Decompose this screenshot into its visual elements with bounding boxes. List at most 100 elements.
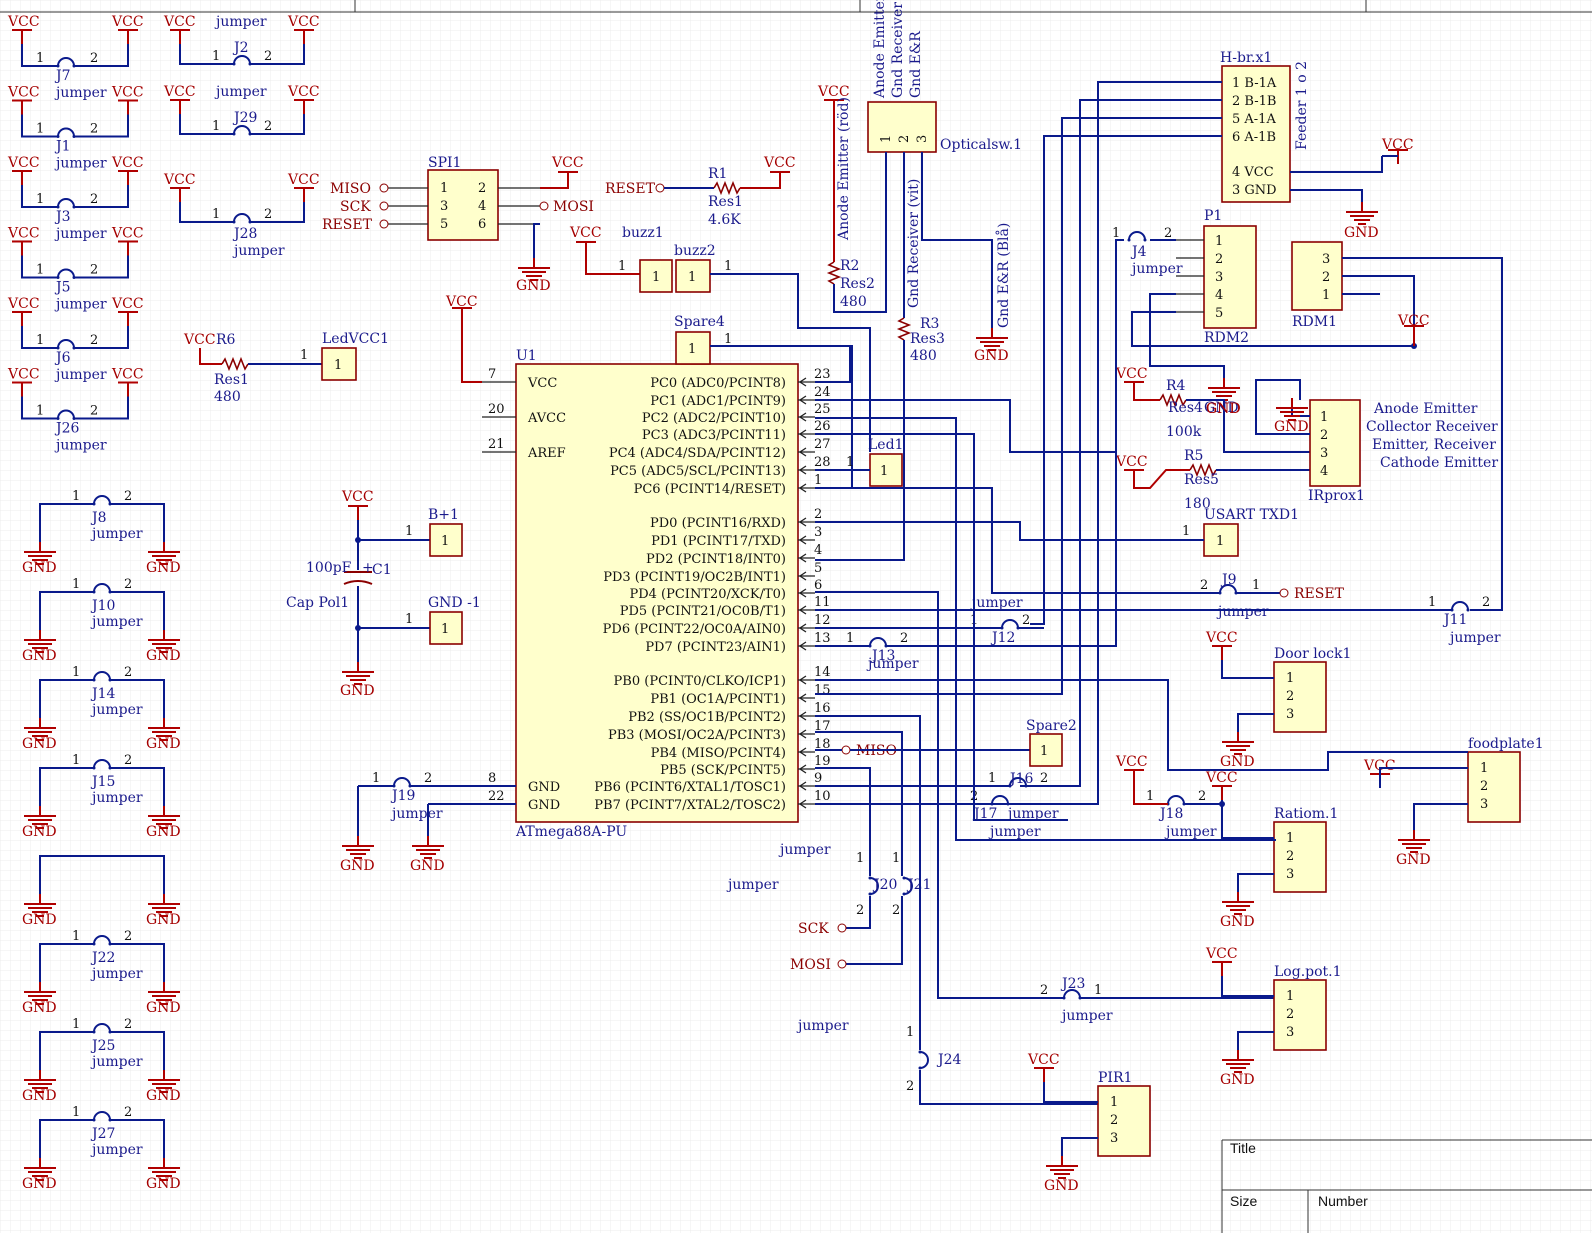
svg-text:GND: GND <box>516 278 551 294</box>
svg-text:1: 1 <box>440 181 448 196</box>
svg-text:480: 480 <box>840 294 867 310</box>
svg-text:Gnd Receiver (vit): Gnd Receiver (vit) <box>906 179 922 308</box>
svg-text:Gnd E&R (Blå): Gnd E&R (Blå) <box>995 223 1012 328</box>
svg-text:1: 1 <box>856 851 864 866</box>
svg-text:24: 24 <box>814 385 831 400</box>
svg-text:Emitter, Receiver: Emitter, Receiver <box>1372 437 1496 453</box>
svg-text:jumper: jumper <box>54 85 107 101</box>
svg-text:PB2 (SS/OC1B/PCINT2): PB2 (SS/OC1B/PCINT2) <box>628 710 786 725</box>
svg-text:Res3: Res3 <box>910 331 945 347</box>
svg-text:1: 1 <box>72 753 80 768</box>
svg-text:VCC: VCC <box>163 84 196 100</box>
svg-text:25: 25 <box>814 402 831 417</box>
svg-text:PD5 (PCINT21/OC0B/T1): PD5 (PCINT21/OC0B/T1) <box>620 604 786 619</box>
svg-text:GND: GND <box>22 912 57 928</box>
svg-text:1: 1 <box>72 489 80 504</box>
svg-text:GND: GND <box>1274 419 1309 435</box>
svg-text:GND: GND <box>1204 400 1239 416</box>
svg-text:3: 3 <box>1110 1131 1118 1146</box>
svg-text:GND: GND <box>146 1176 181 1192</box>
svg-text:PB7 (PCINT7/XTAL2/TOSC2): PB7 (PCINT7/XTAL2/TOSC2) <box>594 798 786 813</box>
hbridge-ref: H-br.x1 <box>1220 50 1272 66</box>
svg-text:1: 1 <box>212 207 220 222</box>
mcu-designator: U1 <box>516 348 537 364</box>
jumper-ref: J6 <box>54 350 71 366</box>
svg-text:VCC: VCC <box>163 14 196 30</box>
svg-text:4: 4 <box>814 543 822 558</box>
svg-text:VCC: VCC <box>1205 946 1238 962</box>
svg-text:Gnd E&R: Gnd E&R <box>908 31 924 98</box>
svg-text:2: 2 <box>814 507 822 522</box>
svg-text:Anode Emitter: Anode Emitter <box>1373 401 1478 417</box>
svg-text:2: 2 <box>124 929 132 944</box>
connector-p1: P1 RDM2 1 2 3 4 5 1 2 J4 jumper <box>815 208 1414 453</box>
h-bridge: H-br.x1 1 B-1A 2 B-1B 5 A-1A 6 A-1B 4 VC… <box>815 50 1414 805</box>
svg-text:VCC: VCC <box>183 332 216 348</box>
svg-text:1: 1 <box>72 665 80 680</box>
svg-text:6: 6 <box>814 578 822 593</box>
net-mosi-label: MOSI <box>553 199 594 215</box>
svg-text:3: 3 <box>1286 1025 1294 1040</box>
svg-text:J4: J4 <box>1130 244 1147 260</box>
svg-text:VCC: VCC <box>1381 137 1414 153</box>
svg-text:2: 2 <box>900 631 908 646</box>
svg-text:15: 15 <box>814 683 831 698</box>
svg-text:2: 2 <box>124 1017 132 1032</box>
svg-text:buzz1: buzz1 <box>622 225 664 241</box>
svg-text:GND: GND <box>146 1088 181 1104</box>
svg-text:VCC: VCC <box>1115 366 1148 382</box>
svg-text:VCC: VCC <box>551 155 584 171</box>
optical-switch: 1 2 3 Anode Emitter Gnd Receiver Gnd E&R… <box>815 0 1022 561</box>
svg-text:3: 3 <box>915 135 930 143</box>
ratio-ref: Ratiom.1 <box>1274 806 1338 822</box>
svg-text:PC2 (ADC2/PCINT10): PC2 (ADC2/PCINT10) <box>642 411 786 426</box>
svg-text:1: 1 <box>1110 1095 1118 1110</box>
svg-text:VCC: VCC <box>111 14 144 30</box>
svg-text:Cap Pol1: Cap Pol1 <box>286 595 349 611</box>
jumper-ref: J15 <box>90 774 115 790</box>
svg-text:2: 2 <box>124 1105 132 1120</box>
svg-text:Gnd Receiver: Gnd Receiver <box>890 2 906 98</box>
spi-ref: SPI1 <box>428 155 461 171</box>
svg-text:VCC: VCC <box>7 226 40 242</box>
gnd1-ref: GND -1 <box>428 595 481 611</box>
svg-text:GND: GND <box>1344 225 1379 241</box>
svg-text:VCC: VCC <box>111 296 144 312</box>
svg-text:3 GND: 3 GND <box>1232 183 1277 198</box>
svg-text:19: 19 <box>814 754 831 769</box>
svg-text:VCC: VCC <box>111 367 144 383</box>
svg-text:R5: R5 <box>1184 448 1203 464</box>
svg-text:180: 180 <box>1184 496 1211 512</box>
svg-text:1: 1 <box>1428 595 1436 610</box>
svg-text:GND: GND <box>1220 1072 1255 1088</box>
svg-text:1: 1 <box>892 851 900 866</box>
svg-text:1: 1 <box>846 455 854 470</box>
svg-text:VCC: VCC <box>763 155 796 171</box>
svg-text:2: 2 <box>90 333 98 348</box>
svg-text:jumper: jumper <box>1164 824 1217 840</box>
svg-text:23: 23 <box>814 367 831 382</box>
svg-text:1: 1 <box>880 464 888 479</box>
svg-text:VCC: VCC <box>7 296 40 312</box>
svg-text:5: 5 <box>814 561 822 576</box>
svg-text:VCC: VCC <box>7 367 40 383</box>
svg-text:1: 1 <box>1286 831 1294 846</box>
svg-text:J11: J11 <box>1442 612 1467 628</box>
svg-text:J13: J13 <box>870 648 895 664</box>
svg-text:2: 2 <box>906 1079 914 1094</box>
svg-text:PD0 (PCINT16/RXD): PD0 (PCINT16/RXD) <box>650 516 786 531</box>
svg-text:VCC: VCC <box>569 225 602 241</box>
svg-text:2: 2 <box>124 577 132 592</box>
svg-text:4 VCC: 4 VCC <box>1232 165 1274 180</box>
svg-text:2: 2 <box>1110 1113 1118 1128</box>
svg-text:VCC: VCC <box>341 489 374 505</box>
